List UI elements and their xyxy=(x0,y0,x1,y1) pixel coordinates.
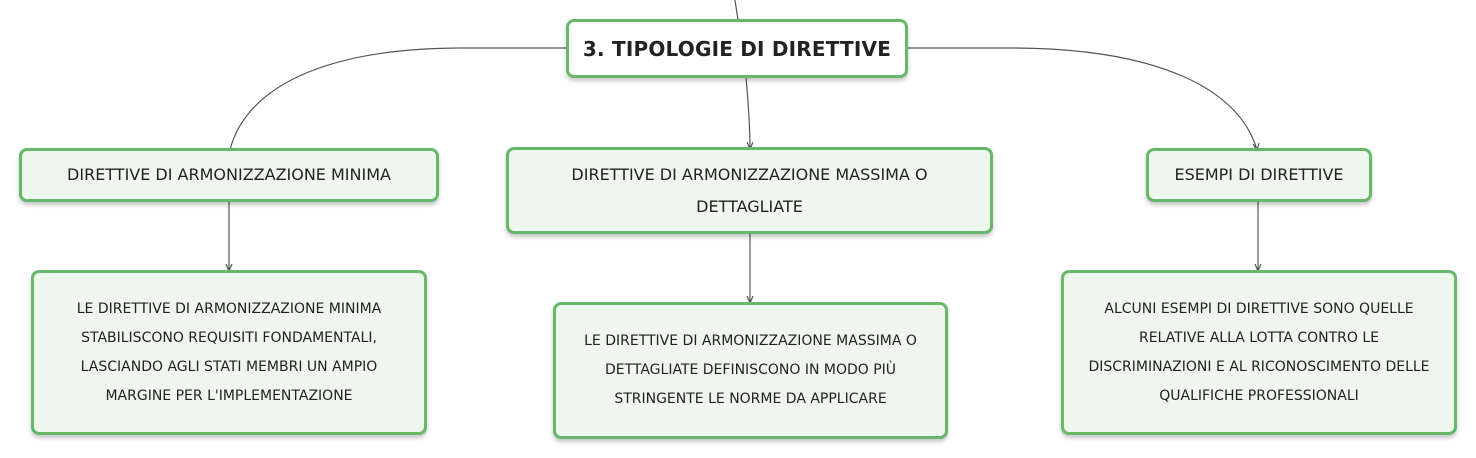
topic-label-armonizzazione-minima: DIRETTIVE DI ARMONIZZAZIONE MINIMA xyxy=(67,165,391,184)
central-topic-node[interactable]: 3. TIPOLOGIE DI DIRETTIVE xyxy=(566,19,908,78)
detail-node-armonizzazione-minima[interactable]: LE DIRETTIVE DI ARMONIZZAZIONE MINIMA ST… xyxy=(31,270,427,435)
connector-central-to-massima xyxy=(745,76,751,149)
detail-node-armonizzazione-massima[interactable]: LE DIRETTIVE DI ARMONIZZAZIONE MASSIMA O… xyxy=(553,302,948,439)
central-topic-label: 3. TIPOLOGIE DI DIRETTIVE xyxy=(582,36,892,61)
connector-central-to-esempi xyxy=(908,47,1258,151)
connector-from-parent xyxy=(734,0,739,21)
topic-label-esempi-direttive: ESEMPI DI DIRETTIVE xyxy=(1174,165,1344,184)
topic-node-armonizzazione-massima[interactable]: DIRETTIVE DI ARMONIZZAZIONE MASSIMA O DE… xyxy=(506,147,993,234)
topic-label-armonizzazione-massima: DIRETTIVE DI ARMONIZZAZIONE MASSIMA O DE… xyxy=(571,164,928,216)
detail-node-esempi-direttive[interactable]: ALCUNI ESEMPI DI DIRETTIVE SONO QUELLE R… xyxy=(1061,270,1457,435)
detail-text-armonizzazione-minima: LE DIRETTIVE DI ARMONIZZAZIONE MINIMA ST… xyxy=(76,300,382,404)
topic-node-armonizzazione-minima[interactable]: DIRETTIVE DI ARMONIZZAZIONE MINIMA xyxy=(19,148,439,202)
topic-node-esempi-direttive[interactable]: ESEMPI DI DIRETTIVE xyxy=(1146,148,1372,202)
connector-central-to-minima xyxy=(229,47,567,151)
detail-text-armonizzazione-massima: LE DIRETTIVE DI ARMONIZZAZIONE MASSIMA O… xyxy=(584,333,917,407)
detail-text-esempi-direttive: ALCUNI ESEMPI DI DIRETTIVE SONO QUELLE R… xyxy=(1088,300,1430,404)
